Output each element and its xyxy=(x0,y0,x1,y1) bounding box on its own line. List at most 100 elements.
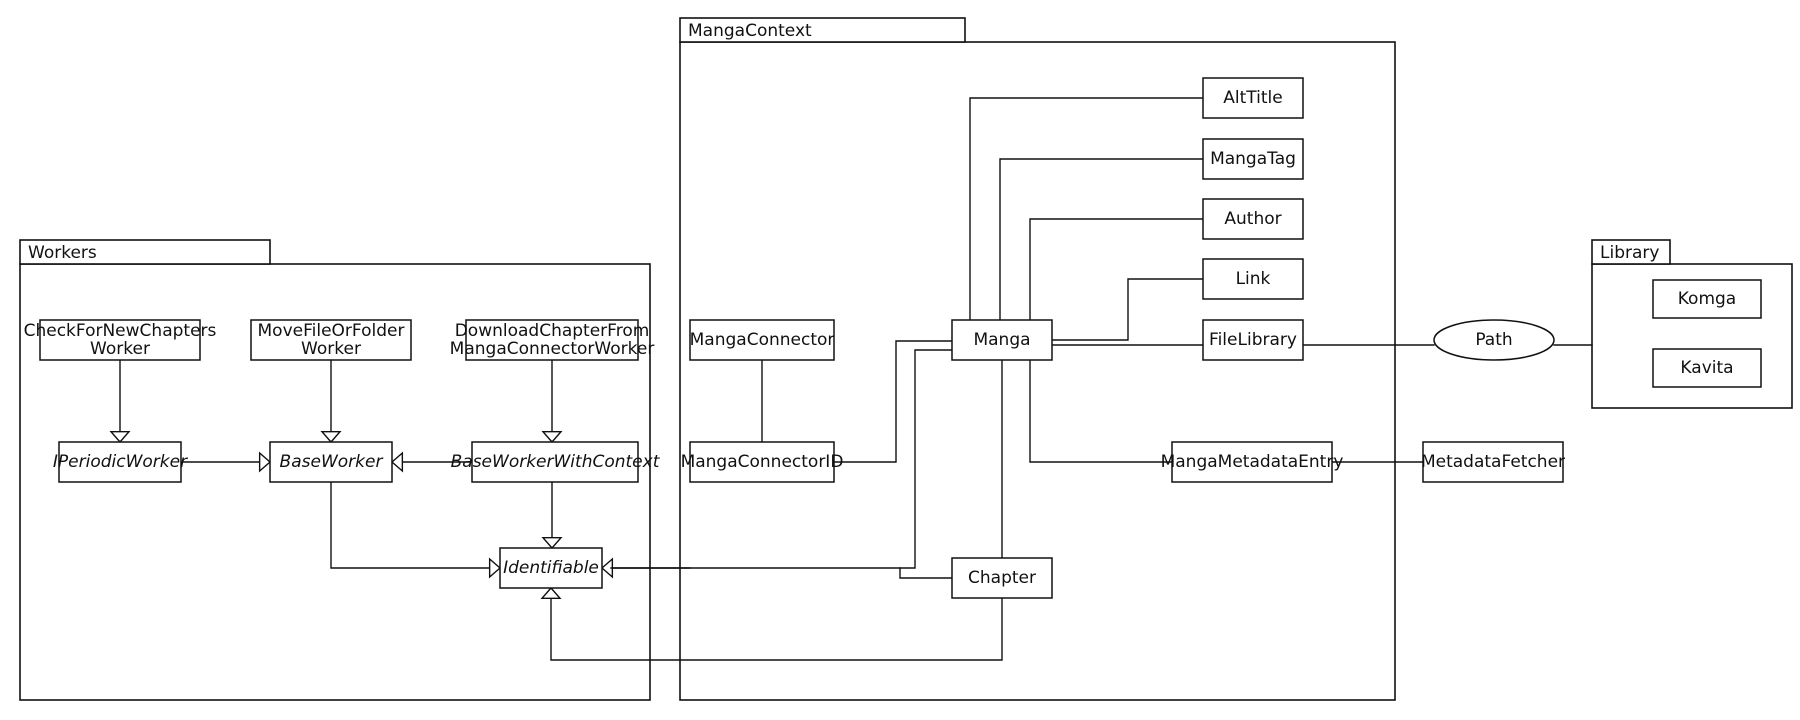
edge-line xyxy=(330,481,492,569)
node-shape-rect xyxy=(1652,348,1762,388)
edge-chapter-left xyxy=(899,567,953,579)
node-shape-rect xyxy=(471,441,639,483)
node-label: MangaTag xyxy=(1210,149,1296,169)
edge-line xyxy=(833,340,953,463)
edges-layer xyxy=(109,97,1593,661)
node-label: Link xyxy=(1236,269,1271,289)
edge-line xyxy=(999,158,1204,321)
node-link[interactable]: Link xyxy=(1202,258,1304,300)
node-mangaconnectorid[interactable]: MangaConnectorID xyxy=(681,441,844,483)
edge-connectorid-manga xyxy=(833,340,953,463)
node-shape-rect xyxy=(1202,258,1304,300)
node-label: Komga xyxy=(1678,289,1736,309)
edge-line xyxy=(610,349,953,569)
node-label: BaseWorkerWithContext xyxy=(451,452,661,472)
edge-line xyxy=(969,97,1204,321)
edge-manga-link xyxy=(1051,278,1204,341)
node-shape-rect xyxy=(250,319,412,361)
node-alttitle[interactable]: AltTitle xyxy=(1202,77,1304,119)
node-chapter[interactable]: Chapter xyxy=(951,557,1053,599)
node-label: Manga xyxy=(973,330,1030,350)
package-label: MangaContext xyxy=(688,21,812,41)
edge-line xyxy=(1051,278,1204,341)
node-shape-rect xyxy=(39,319,201,361)
node-label: Worker xyxy=(301,339,361,359)
edge-basectx-identifiable xyxy=(541,481,563,550)
node-label: FileLibrary xyxy=(1209,330,1297,350)
node-shape-rect xyxy=(269,441,393,483)
node-label: Worker xyxy=(90,339,150,359)
node-label: CheckForNewChapters xyxy=(24,321,217,341)
node-shape-rect xyxy=(1202,198,1304,240)
node-shape-rect xyxy=(58,441,182,483)
node-komga[interactable]: Komga xyxy=(1652,279,1762,319)
node-baseworker[interactable]: BaseWorker xyxy=(269,441,393,483)
node-label: AltTitle xyxy=(1223,88,1282,108)
package-label: Library xyxy=(1600,243,1659,263)
node-shape-ellipse xyxy=(1433,319,1555,361)
node-label: Identifiable xyxy=(503,558,599,578)
node-iperiodicworker[interactable]: IPeriodicWorker xyxy=(53,441,188,483)
node-mangametadataentry[interactable]: MangaMetadataEntry xyxy=(1161,441,1344,483)
edge-line xyxy=(899,567,953,579)
edge-manga-author xyxy=(1029,218,1204,321)
node-label: Author xyxy=(1224,209,1281,229)
node-shape-rect xyxy=(1202,77,1304,119)
node-path[interactable]: Path xyxy=(1433,319,1555,361)
node-filelibrary[interactable]: FileLibrary xyxy=(1202,319,1304,361)
inheritance-arrowhead xyxy=(390,451,404,473)
edge-basectx-baseworker xyxy=(390,451,473,473)
node-label: Path xyxy=(1475,330,1512,350)
edge-iperiodic-baseworker xyxy=(180,451,272,473)
node-shape-rect xyxy=(1171,441,1333,483)
node-label: Chapter xyxy=(968,568,1036,588)
node-label: MangaConnectorWorker xyxy=(450,339,655,359)
node-shape-rect xyxy=(951,557,1053,599)
node-kavita[interactable]: Kavita xyxy=(1652,348,1762,388)
package-tab xyxy=(1591,239,1671,265)
edge-manga-alttitle xyxy=(969,97,1204,321)
node-manga[interactable]: Manga xyxy=(951,319,1053,361)
inheritance-arrowhead xyxy=(488,557,502,579)
inheritance-arrowhead xyxy=(541,430,563,444)
node-author[interactable]: Author xyxy=(1202,198,1304,240)
node-label: DownloadChapterFrom xyxy=(455,321,650,341)
node-identifiable[interactable]: Identifiable xyxy=(499,547,603,589)
node-metadatafetcher[interactable]: MetadataFetcher xyxy=(1421,441,1565,483)
node-label: IPeriodicWorker xyxy=(53,452,188,472)
inheritance-arrowhead xyxy=(541,536,563,550)
node-label: MetadataFetcher xyxy=(1421,452,1565,472)
node-shape-rect xyxy=(951,319,1053,361)
node-shape-rect xyxy=(1652,279,1762,319)
node-shape-rect xyxy=(689,441,835,483)
node-mangatag[interactable]: MangaTag xyxy=(1202,138,1304,180)
package-tab xyxy=(19,239,271,265)
inheritance-arrowhead xyxy=(320,430,342,444)
edge-download-basectx xyxy=(541,359,563,444)
package-tab xyxy=(679,17,966,43)
inheritance-arrowhead xyxy=(109,430,131,444)
node-shape-rect xyxy=(1202,319,1304,361)
node-label: MangaConnectorID xyxy=(681,452,844,472)
node-shape-rect xyxy=(499,547,603,589)
edge-manga-mangatag xyxy=(999,158,1204,321)
node-shape-rect xyxy=(689,319,835,361)
node-label: BaseWorker xyxy=(280,452,384,472)
node-shape-rect xyxy=(1422,441,1564,483)
edge-line xyxy=(1029,218,1204,321)
inheritance-arrowhead xyxy=(540,586,562,600)
inheritance-arrowhead xyxy=(258,451,272,473)
edge-manga-identifiable-rt xyxy=(610,349,953,569)
edge-baseworker-identifiable xyxy=(330,481,502,579)
nodes-layer: CheckForNewChaptersWorkerMoveFileOrFolde… xyxy=(24,77,1762,599)
edge-chapter-identifiable xyxy=(540,586,1003,661)
edge-move-baseworker xyxy=(320,359,342,444)
node-mangaconnector[interactable]: MangaConnector xyxy=(689,319,835,361)
edge-line xyxy=(1029,359,1173,463)
node-baseworkerctx[interactable]: BaseWorkerWithContext xyxy=(451,441,661,483)
